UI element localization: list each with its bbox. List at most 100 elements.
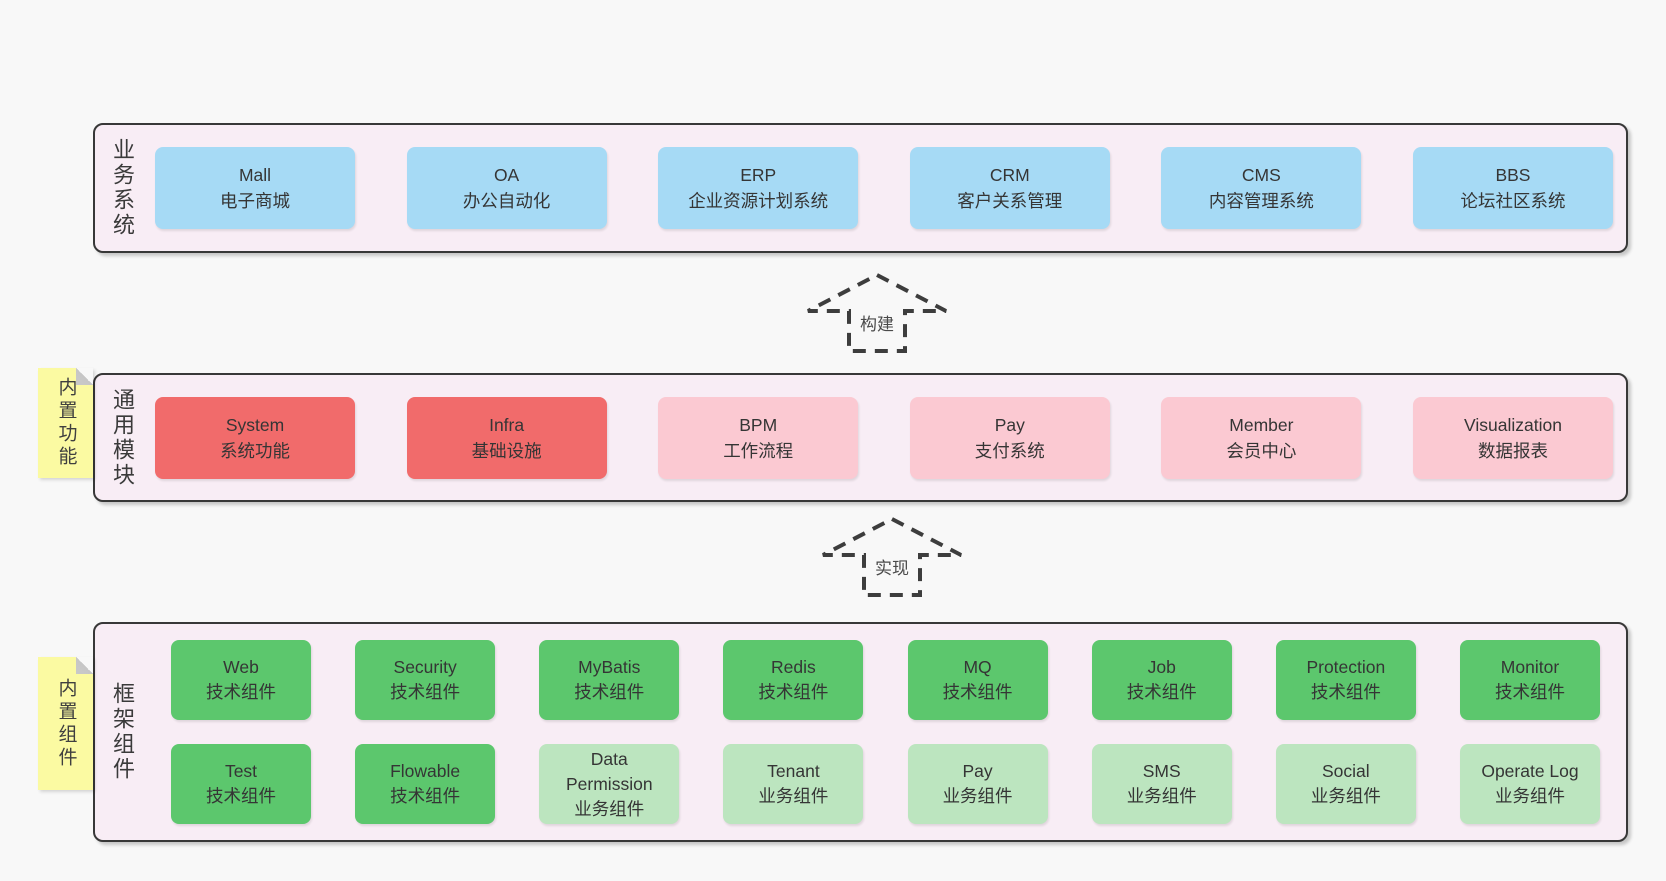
box-subtitle: 支付系统	[974, 440, 1045, 461]
box-title: Redis	[771, 657, 816, 677]
sticky-note-builtin-features: 内置功能	[38, 368, 93, 478]
box-title: Monitor	[1500, 657, 1560, 677]
box-subtitle: 系统功能	[220, 440, 290, 461]
box-data-permission: Data Permission 业务组件	[539, 744, 680, 824]
box-security: Security 技术组件	[355, 640, 496, 720]
box-sms: SMS 业务组件	[1091, 744, 1232, 824]
box-subtitle: 业务组件	[1310, 786, 1381, 806]
box-pay-component: Pay 业务组件	[907, 744, 1048, 824]
box-social: Social 业务组件	[1275, 744, 1416, 824]
box-subtitle: 电子商城	[220, 191, 290, 211]
box-mq: MQ 技术组件	[907, 640, 1048, 720]
box-title: Security	[393, 657, 457, 677]
box-mall: Mall 电子商城	[155, 147, 355, 229]
box-title: Web	[223, 657, 259, 677]
sticky-note-builtin-components: 内置组件	[38, 657, 93, 790]
box-subtitle: 技术组件	[1126, 682, 1197, 702]
box-title: CRM	[989, 165, 1030, 185]
box-subtitle: 业务组件	[1494, 786, 1565, 806]
box-title: MyBatis	[578, 657, 641, 677]
box-test: Test 技术组件	[171, 744, 311, 824]
box-title: MQ	[963, 657, 992, 677]
box-visualization: Visualization 数据报表	[1412, 396, 1613, 479]
note-fold-icon	[76, 657, 93, 674]
box-title: BPM	[739, 414, 778, 435]
business-systems-side-label: 业务系统	[110, 138, 135, 238]
box-title: Operate Log	[1481, 761, 1579, 781]
box-title: Protection	[1306, 657, 1386, 677]
box-oa: OA 办公自动化	[406, 147, 607, 229]
box-redis: Redis 技术组件	[723, 640, 864, 720]
box-subtitle: 技术组件	[758, 682, 829, 702]
business-systems-panel: 业务系统 Mall 电子商城 OA 办公自动化 ERP 企业资源计划系统 CRM…	[93, 123, 1628, 253]
framework-row-2: Test 技术组件 Flowable 技术组件 Data Permission …	[171, 744, 1600, 824]
box-title: SMS	[1142, 761, 1181, 781]
box-operate-log: Operate Log 业务组件	[1459, 744, 1600, 824]
box-subtitle: 技术组件	[942, 682, 1013, 702]
common-modules-side-label: 通用模块	[110, 387, 135, 488]
box-subtitle: 工作流程	[723, 440, 794, 461]
box-system: System 系统功能	[155, 396, 355, 479]
box-subtitle: 客户关系管理	[957, 191, 1063, 211]
box-subtitle: 论坛社区系统	[1460, 191, 1566, 211]
box-web: Web 技术组件	[171, 640, 311, 720]
box-title: Member	[1229, 414, 1294, 435]
box-subtitle: 业务组件	[1126, 786, 1197, 806]
box-protection: Protection 技术组件	[1275, 640, 1416, 720]
box-title: Tenant	[767, 761, 820, 781]
box-job: Job 技术组件	[1091, 640, 1232, 720]
box-bpm: BPM 工作流程	[658, 396, 859, 479]
box-subtitle: 内容管理系统	[1208, 191, 1314, 211]
box-subtitle: 技术组件	[1494, 682, 1565, 702]
box-subtitle: 技术组件	[390, 682, 461, 702]
box-subtitle: 技术组件	[206, 786, 276, 806]
box-title: BBS	[1495, 165, 1531, 185]
common-modules-panel: 通用模块 System 系统功能 Infra 基础设施 BPM 工作流程 Pay…	[93, 373, 1628, 502]
common-modules-boxes: System 系统功能 Infra 基础设施 BPM 工作流程 Pay 支付系统…	[155, 396, 1613, 479]
framework-components-side-label: 框架组件	[110, 682, 135, 782]
box-subtitle: 数据报表	[1477, 440, 1548, 461]
box-infra: Infra 基础设施	[406, 396, 607, 479]
box-subtitle: 业务组件	[758, 786, 829, 806]
box-title: Data Permission	[566, 748, 653, 794]
box-subtitle: 技术组件	[1310, 682, 1381, 702]
box-title: CMS	[1241, 165, 1281, 185]
box-subtitle: 技术组件	[206, 682, 276, 702]
box-title: OA	[493, 165, 520, 185]
box-erp: ERP 企业资源计划系统	[658, 147, 859, 229]
box-title: Flowable	[390, 761, 461, 781]
dashed-up-arrow-icon	[807, 272, 947, 353]
box-monitor: Monitor 技术组件	[1459, 640, 1600, 720]
box-pay-module: Pay 支付系统	[909, 396, 1110, 479]
note-text: 内置功能	[55, 377, 77, 469]
box-subtitle: 业务组件	[942, 786, 1013, 806]
box-title: ERP	[740, 165, 777, 185]
box-crm: CRM 客户关系管理	[909, 147, 1110, 229]
box-subtitle: 会员中心	[1226, 440, 1297, 461]
box-title: System	[225, 414, 285, 435]
box-subtitle: 企业资源计划系统	[688, 191, 829, 211]
box-title: Mall	[238, 165, 272, 185]
dashed-up-arrow-icon	[822, 516, 962, 597]
box-member: Member 会员中心	[1161, 396, 1362, 479]
framework-components-panel: 框架组件 Web 技术组件 Security 技术组件 MyBatis 技术组件…	[93, 622, 1628, 842]
box-title: Test	[224, 761, 258, 781]
build-arrow-label: 构建	[857, 310, 897, 335]
implement-arrow-label: 实现	[872, 554, 912, 579]
implement-arrow: 实现	[817, 516, 967, 598]
box-bbs: BBS 论坛社区系统	[1412, 147, 1613, 229]
note-fold-icon	[76, 368, 93, 385]
business-systems-boxes: Mall 电子商城 OA 办公自动化 ERP 企业资源计划系统 CRM 客户关系…	[155, 147, 1613, 229]
box-cms: CMS 内容管理系统	[1161, 147, 1362, 229]
build-arrow: 构建	[802, 272, 952, 354]
box-title: Pay	[962, 761, 993, 781]
box-tenant: Tenant 业务组件	[723, 744, 864, 824]
box-flowable: Flowable 技术组件	[355, 744, 496, 824]
box-subtitle: 业务组件	[574, 798, 645, 819]
box-subtitle: 基础设施	[471, 440, 542, 461]
box-mybatis: MyBatis 技术组件	[539, 640, 680, 720]
framework-components-rows: Web 技术组件 Security 技术组件 MyBatis 技术组件 Redi…	[155, 640, 1613, 824]
box-title: Pay	[994, 414, 1025, 435]
box-title: Social	[1322, 761, 1370, 781]
